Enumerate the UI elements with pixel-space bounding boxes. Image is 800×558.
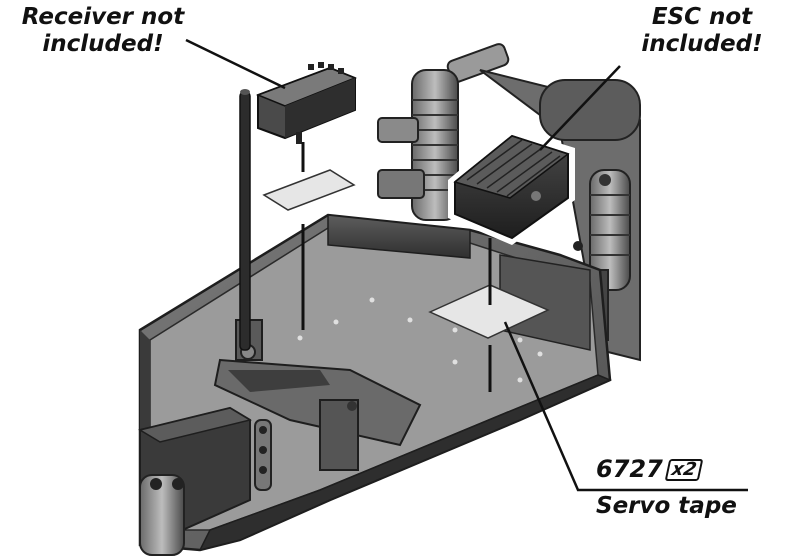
receiver-note-line1: Receiver not [21,4,185,30]
esc [448,128,575,245]
esc-leader-line [539,65,621,151]
receiver-tape-pad [262,142,356,330]
part-number: 6727 [596,455,663,483]
esc-note: ESC not included! [612,4,792,58]
quantity-badge: x2 [664,459,704,481]
servo-tape-leader-line [503,321,748,492]
esc-note-line1: ESC not [651,4,753,30]
antenna-tube [239,89,251,351]
part-name: Servo tape [596,493,737,519]
esc-tape-pad [428,238,550,392]
front-crossmember [213,319,422,471]
steering-servo [138,406,272,556]
receiver-leader-line [185,38,286,90]
receiver-note: Receiver not included! [8,4,198,58]
receiver-note-line2: included! [42,31,164,57]
receiver [255,62,358,144]
esc-note-line2: included! [641,31,763,57]
